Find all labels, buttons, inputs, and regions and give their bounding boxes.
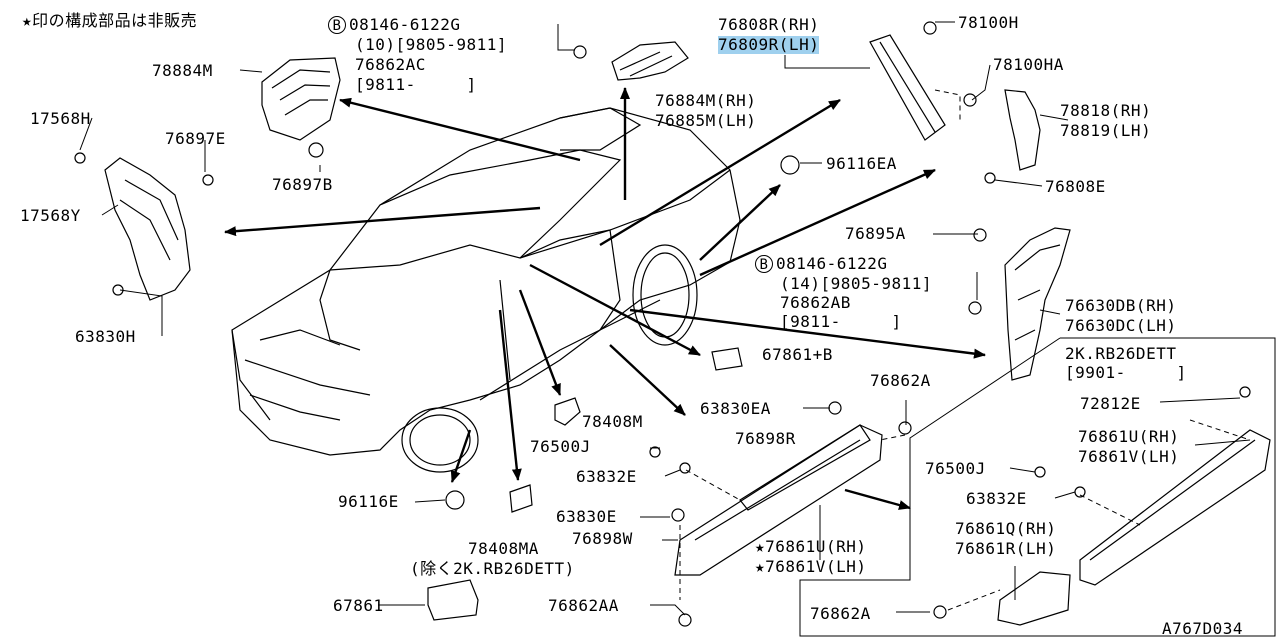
part-76862A-bottom: 76862A bbox=[810, 604, 871, 623]
part-76861V-2K: 76861V(LH) bbox=[1078, 447, 1180, 466]
part-78100HA: 78100HA bbox=[993, 55, 1064, 74]
part-78819: 78819(LH) bbox=[1060, 121, 1152, 140]
part-76862AB: 76862AB bbox=[780, 293, 851, 312]
part-76500J-b: 76500J bbox=[925, 459, 986, 478]
range-76862AB: [9811- ] bbox=[780, 312, 902, 331]
part-76862AA: 76862AA bbox=[548, 596, 619, 615]
part-08146-6122G-b: 08146-6122G bbox=[776, 254, 888, 273]
non-sale-note: ★印の構成部品は非販売 bbox=[22, 11, 198, 30]
part-72812E: 72812E bbox=[1080, 394, 1141, 413]
part-76630DB: 76630DB(RH) bbox=[1065, 296, 1177, 315]
pad-67861B bbox=[711, 347, 743, 371]
figure-code: A767D034 bbox=[1162, 619, 1244, 638]
part-76885M: 76885M(LH) bbox=[655, 111, 757, 130]
part-78100H: 78100H bbox=[958, 13, 1019, 32]
variant-frame bbox=[799, 337, 1276, 637]
pad-67861 bbox=[427, 579, 479, 621]
part-76861U-2K: 76861U(RH) bbox=[1078, 427, 1180, 446]
part-17568Y: 17568Y bbox=[20, 206, 81, 225]
part-76500J-a: 76500J bbox=[530, 437, 591, 456]
note-78408MA: (除く2K.RB26DETT) bbox=[410, 559, 575, 578]
part-63830EA: 63830EA bbox=[700, 399, 771, 418]
part-78884M: 78884M bbox=[152, 61, 213, 80]
part-63830E: 63830E bbox=[556, 507, 617, 526]
pad-78408M bbox=[554, 397, 581, 426]
car-body-illustration bbox=[231, 107, 741, 473]
part-78408MA: 78408MA bbox=[468, 539, 539, 558]
part-96116E: 96116E bbox=[338, 492, 399, 511]
part-63832E-a: 63832E bbox=[576, 467, 637, 486]
part-76808E: 76808E bbox=[1045, 177, 1106, 196]
part-76630DC: 76630DC(LH) bbox=[1065, 316, 1177, 335]
side-sill-76861U bbox=[674, 424, 883, 576]
side-sill-2K-76861U bbox=[1079, 429, 1271, 586]
part-76861R: 76861R(LH) bbox=[955, 539, 1057, 558]
callout-b-icon: B bbox=[755, 255, 773, 273]
part-67861: 67861 bbox=[333, 596, 384, 615]
qty-08146-6122G-a: (10)[9805-9811] bbox=[355, 35, 507, 54]
part-76897E: 76897E bbox=[165, 129, 226, 148]
part-76861Q: 76861Q(RH) bbox=[955, 519, 1057, 538]
part-76808R: 76808R(RH) bbox=[718, 15, 820, 34]
part-76884M: 76884M(RH) bbox=[655, 91, 757, 110]
fastener-clips bbox=[74, 21, 1251, 627]
variant-2K-RB26DETT-range: [9901- ] bbox=[1065, 363, 1187, 382]
qty-08146-6122G-b: (14)[9805-9811] bbox=[780, 274, 932, 293]
part-63832E-b: 63832E bbox=[966, 489, 1027, 508]
variant-2K-RB26DETT: 2K.RB26DETT bbox=[1065, 344, 1177, 363]
star-mark: ★ bbox=[755, 557, 766, 576]
pad-78408MA bbox=[509, 484, 533, 513]
part-63830H: 63830H bbox=[75, 327, 136, 346]
part-08146-6122G-a: 08146-6122G bbox=[349, 15, 461, 34]
part-76895A: 76895A bbox=[845, 224, 906, 243]
fender-76630DB bbox=[1004, 227, 1071, 381]
part-76861V-star: ★76861V(LH) bbox=[755, 557, 867, 576]
molding-76808R bbox=[869, 34, 946, 141]
star-mark: ★ bbox=[755, 537, 766, 556]
part-76897B: 76897B bbox=[272, 175, 333, 194]
leader-lines bbox=[79, 21, 1251, 616]
part-76898W: 76898W bbox=[572, 529, 633, 548]
part-76862AC: 76862AC bbox=[355, 55, 426, 74]
bracket-78818 bbox=[1004, 89, 1041, 171]
range-76862AC: [9811- ] bbox=[355, 75, 477, 94]
trim-17568Y bbox=[104, 157, 191, 301]
part-76862A-top: 76862A bbox=[870, 371, 931, 390]
garnish-76861Q bbox=[997, 571, 1071, 626]
part-76898R: 76898R bbox=[735, 429, 796, 448]
bracket-76884M bbox=[611, 41, 689, 81]
part-76861U-star: ★76861U(RH) bbox=[755, 537, 867, 556]
dashed-leaders bbox=[679, 89, 1251, 611]
part-76809R: 76809R(LH) bbox=[718, 35, 820, 54]
part-78408M: 78408M bbox=[582, 412, 643, 431]
pointer-arrows bbox=[224, 87, 986, 510]
part-78818: 78818(RH) bbox=[1060, 101, 1152, 120]
part-17568H: 17568H bbox=[30, 109, 91, 128]
part-67861B: 67861+B bbox=[762, 345, 833, 364]
part-96116EA: 96116EA bbox=[826, 154, 897, 173]
callout-b-icon: B bbox=[328, 16, 346, 34]
clip-78884M bbox=[261, 57, 341, 141]
